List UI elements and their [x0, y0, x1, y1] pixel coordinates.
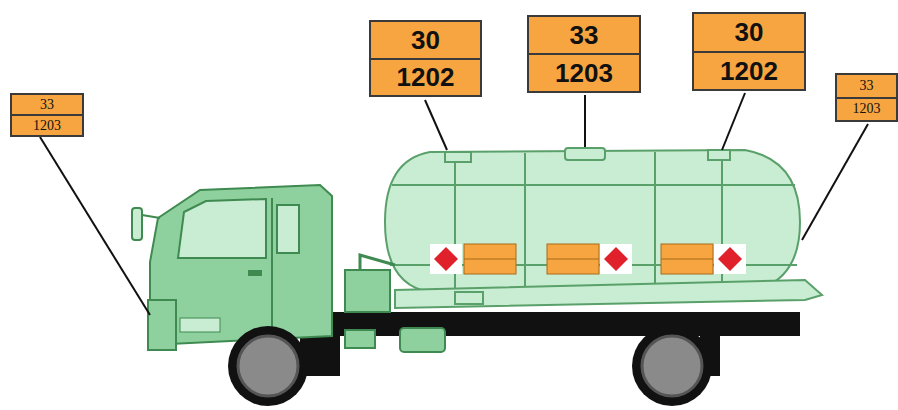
wheel-hub: [238, 336, 298, 396]
step: [180, 318, 220, 332]
bumper: [148, 300, 176, 350]
mirror-arm: [142, 215, 160, 218]
blank-plate: [661, 244, 713, 274]
leader-line: [40, 137, 150, 315]
hazard-number: 30: [694, 14, 804, 53]
tank-band: [392, 184, 795, 186]
hazard-plate: 301202: [692, 12, 806, 91]
hazard-number: 33: [529, 17, 639, 55]
leader-line: [722, 93, 745, 150]
hazard-label: [714, 244, 746, 274]
door-line: [271, 198, 273, 336]
blank-plate: [547, 244, 599, 274]
hazard-diamond: [718, 247, 742, 271]
hazard-plate: 301202: [369, 20, 482, 97]
un-number: 1203: [529, 55, 639, 91]
leader-line: [802, 124, 868, 240]
hazard-label: [430, 244, 462, 274]
hazard-diamond: [604, 247, 628, 271]
blank-plate: [547, 259, 599, 260]
hazard-number: 33: [12, 95, 82, 116]
leader-line: [425, 100, 447, 150]
un-number: 1202: [694, 53, 804, 90]
manhole: [708, 150, 730, 160]
un-number: 1203: [837, 99, 896, 121]
blank-plate: [464, 244, 516, 274]
hazard-plate: 331203: [835, 73, 898, 122]
door-handle: [248, 270, 262, 276]
un-number: 1202: [371, 60, 480, 96]
manhole: [565, 148, 605, 160]
manhole: [445, 152, 471, 162]
hazard-number: 30: [371, 22, 480, 60]
hazard-label: [600, 244, 632, 274]
cab-window: [277, 205, 299, 253]
hazard-plate: 331203: [10, 93, 84, 137]
hazard-diamond: [434, 247, 458, 271]
blank-plate: [661, 259, 713, 260]
hazard-plate: 331203: [527, 15, 641, 93]
wheel: [228, 326, 308, 406]
tank-rail: [395, 280, 822, 308]
tank-box: [455, 292, 483, 304]
mirror: [132, 208, 142, 240]
pipe: [360, 255, 395, 270]
hazard-number: 33: [837, 75, 896, 99]
leader-line: [584, 95, 586, 147]
un-number: 1203: [12, 116, 82, 135]
wheel-hub: [642, 336, 702, 396]
fuel-tank: [345, 330, 375, 348]
tank-body: [385, 150, 800, 292]
tank-rib: [524, 153, 526, 290]
side-box: [400, 328, 445, 352]
cab-window: [178, 199, 266, 258]
cab-body: [150, 185, 332, 345]
wheel: [632, 326, 712, 406]
blank-plate: [464, 259, 516, 260]
tank-rib: [654, 152, 656, 290]
pump-unit: [345, 270, 390, 312]
